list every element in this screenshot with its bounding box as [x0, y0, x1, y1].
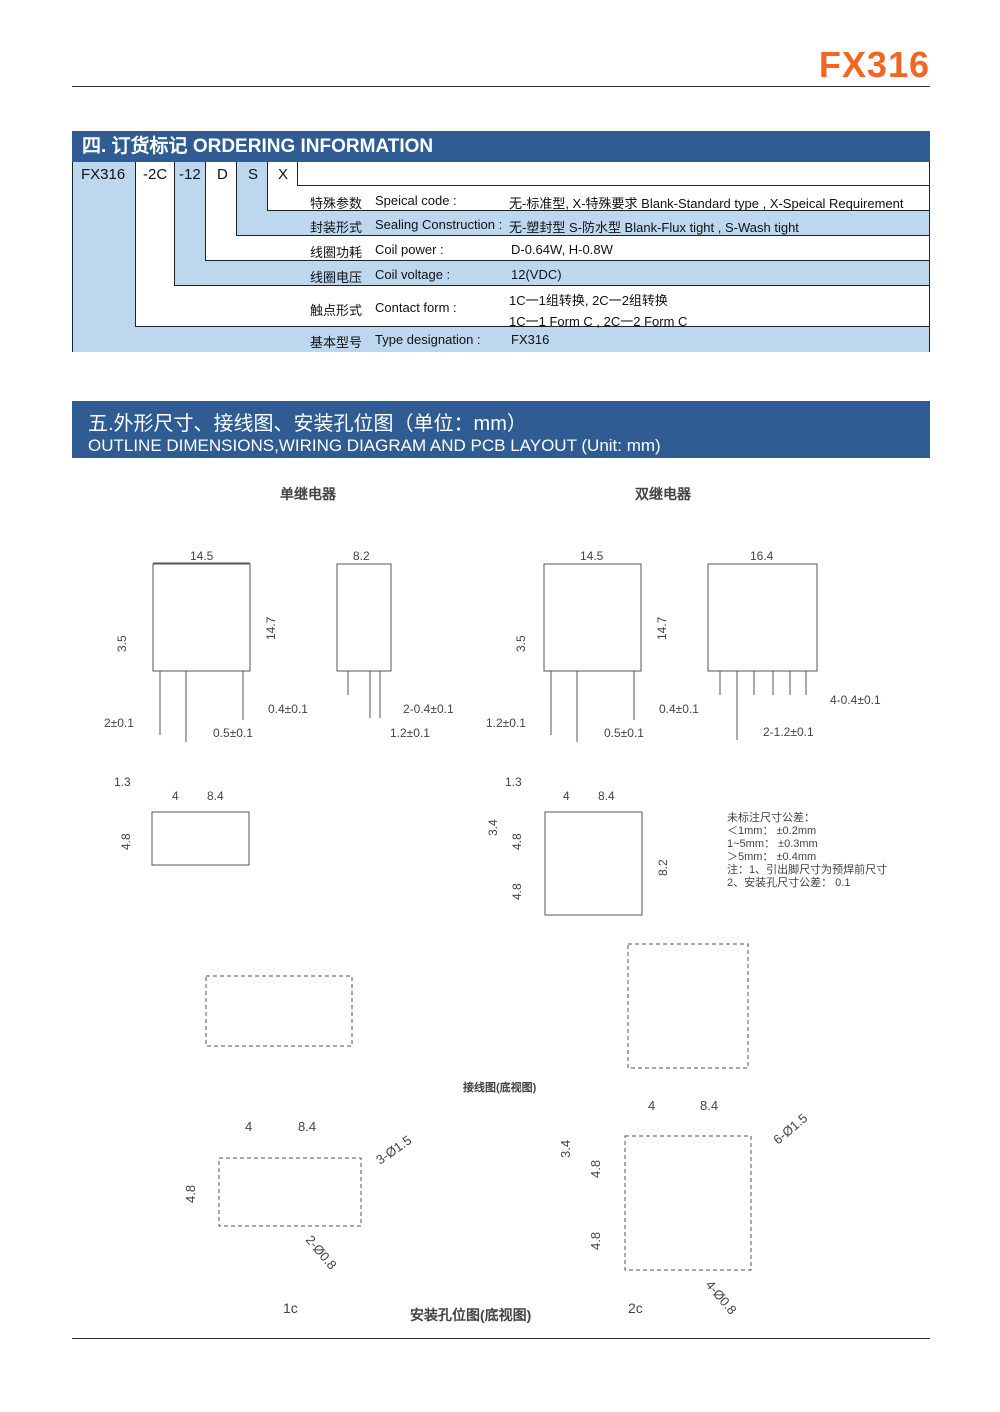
- svg-text:1.2±0.1: 1.2±0.1: [390, 726, 430, 740]
- outline-header: 五.外形尺寸、接线图、安装孔位图（单位：mm） OUTLINE DIMENSIO…: [72, 401, 930, 458]
- svg-text:接线图(底视图): 接线图(底视图): [463, 1080, 537, 1094]
- svg-text:4.8: 4.8: [588, 1232, 603, 1250]
- svg-text:3.5: 3.5: [115, 635, 129, 652]
- svg-text:注：1、引出脚尺寸为预焊前尺寸: 注：1、引出脚尺寸为预焊前尺寸: [727, 862, 887, 876]
- svg-text:0.4±0.1: 0.4±0.1: [659, 702, 699, 716]
- svg-text:3.4: 3.4: [558, 1140, 573, 1158]
- svg-text:8.4: 8.4: [207, 789, 224, 803]
- svg-text:1c: 1c: [283, 1300, 298, 1316]
- svg-text:4.8: 4.8: [510, 883, 524, 900]
- svg-text:安装孔位图(底视图): 安装孔位图(底视图): [410, 1307, 531, 1323]
- code-special: X: [278, 166, 289, 183]
- svg-text:14.7: 14.7: [264, 616, 278, 640]
- svg-text:0.4±0.1: 0.4±0.1: [268, 702, 308, 716]
- svg-text:4.8: 4.8: [119, 833, 133, 850]
- svg-text:2c: 2c: [628, 1300, 643, 1316]
- svg-text:＞5mm： ±0.4mm: ＞5mm： ±0.4mm: [727, 851, 816, 863]
- svg-text:8.4: 8.4: [298, 1119, 316, 1134]
- svg-text:4: 4: [172, 789, 179, 803]
- svg-text:0.5±0.1: 0.5±0.1: [213, 726, 253, 740]
- svg-text:2-0.4±0.1: 2-0.4±0.1: [403, 702, 454, 716]
- svg-text:14.5: 14.5: [580, 549, 604, 563]
- svg-text:4: 4: [648, 1098, 655, 1113]
- svg-text:1~5mm： ±0.3mm: 1~5mm： ±0.3mm: [727, 838, 818, 850]
- svg-text:4.8: 4.8: [510, 833, 524, 850]
- svg-text:1.2±0.1: 1.2±0.1: [486, 716, 526, 730]
- svg-text:16.4: 16.4: [750, 549, 774, 563]
- svg-text:2±0.1: 2±0.1: [104, 716, 134, 730]
- svg-text:8.4: 8.4: [700, 1098, 718, 1113]
- svg-text:6-Ø1.5: 6-Ø1.5: [770, 1110, 810, 1147]
- svg-text:1.3: 1.3: [114, 775, 131, 789]
- ordering-table: FX316 -2C -12 D S X 特殊参数 Speical code : …: [72, 162, 930, 352]
- code-voltage: -12: [179, 166, 201, 183]
- svg-text:14.5: 14.5: [190, 549, 214, 563]
- svg-text:＜1mm： ±0.2mm: ＜1mm： ±0.2mm: [727, 825, 816, 837]
- outline-drawings: 单继电器 双继电器 14.5 14.7 3.5 0.4±0.1 0.5±0.1 …: [104, 486, 887, 1323]
- model-title: FX316: [818, 44, 930, 85]
- footer-rule: [72, 1338, 930, 1339]
- svg-text:3.4: 3.4: [486, 819, 500, 836]
- svg-text:0.5±0.1: 0.5±0.1: [604, 726, 644, 740]
- svg-text:4.8: 4.8: [588, 1160, 603, 1178]
- svg-text:4.8: 4.8: [183, 1185, 198, 1203]
- svg-text:14.7: 14.7: [655, 616, 669, 640]
- svg-text:4: 4: [245, 1119, 252, 1134]
- header-rule: [72, 86, 930, 87]
- svg-text:8.4: 8.4: [598, 789, 615, 803]
- svg-text:8.2: 8.2: [353, 549, 370, 563]
- code-contact: -2C: [143, 166, 168, 183]
- code-power: D: [217, 166, 228, 183]
- svg-text:8.2: 8.2: [656, 859, 670, 876]
- svg-text:双继电器: 双继电器: [635, 486, 692, 502]
- svg-text:3-Ø1.5: 3-Ø1.5: [373, 1132, 414, 1167]
- svg-text:2、安装孔尺寸公差： 0.1: 2、安装孔尺寸公差： 0.1: [727, 875, 850, 889]
- svg-text:4-Ø0.8: 4-Ø0.8: [703, 1277, 740, 1317]
- svg-text:2-1.2±0.1: 2-1.2±0.1: [763, 725, 814, 739]
- svg-text:4: 4: [563, 789, 570, 803]
- ordering-header: 四. 订货标记 ORDERING INFORMATION: [72, 131, 930, 162]
- svg-text:1.3: 1.3: [505, 775, 522, 789]
- code-sealing: S: [248, 166, 259, 183]
- svg-text:2-Ø0.8: 2-Ø0.8: [303, 1232, 340, 1272]
- svg-text:3.5: 3.5: [514, 635, 528, 652]
- svg-text:4-0.4±0.1: 4-0.4±0.1: [830, 693, 881, 707]
- svg-text:未标注尺寸公差：: 未标注尺寸公差：: [727, 810, 815, 824]
- svg-text:单继电器: 单继电器: [280, 486, 337, 502]
- code-base: FX316: [81, 166, 126, 183]
